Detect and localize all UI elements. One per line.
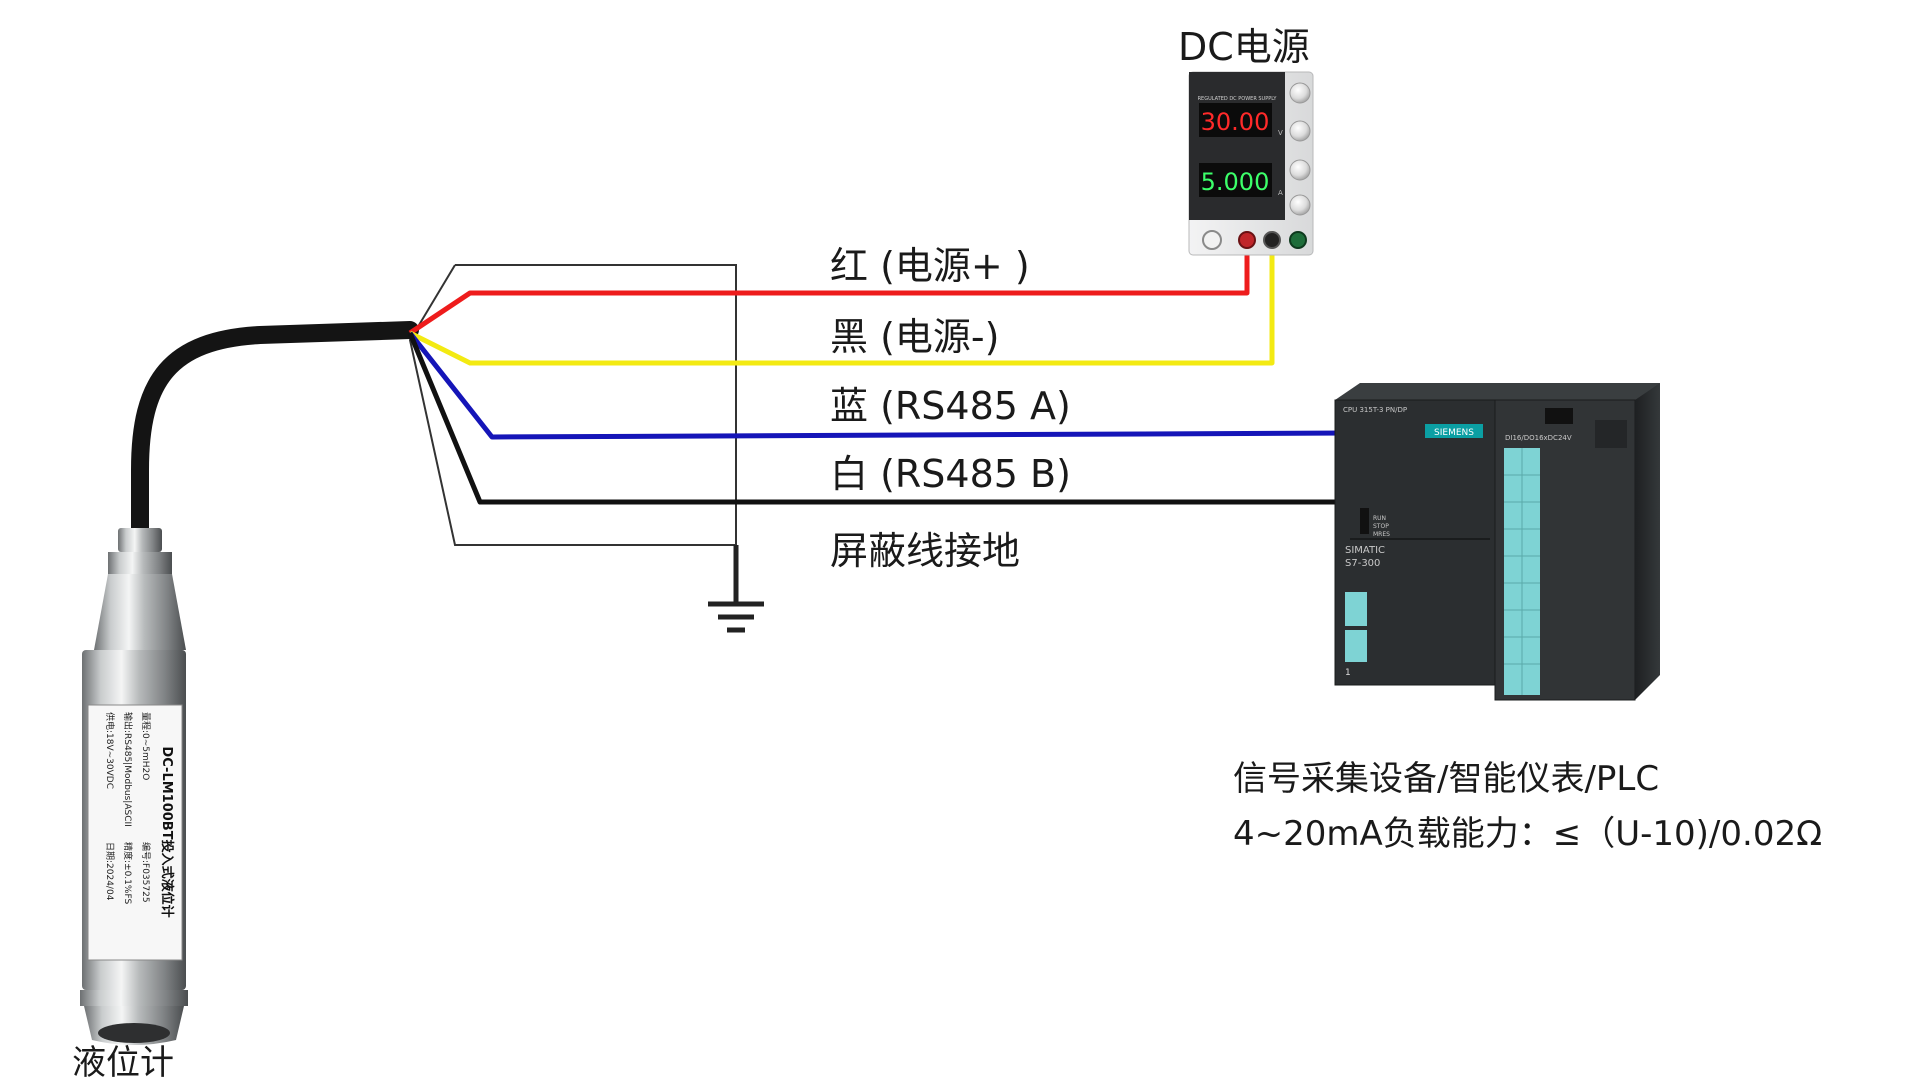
wire-white-label: 白 (RS485 B)	[830, 452, 1071, 496]
plc-mode-mres: MRES	[1373, 531, 1390, 538]
plc-cpu-label: CPU 315T-3 PN/DP	[1343, 406, 1407, 414]
ground-icon	[708, 545, 764, 633]
sensor-cable	[131, 321, 419, 547]
wire-group	[407, 243, 1349, 505]
wire-red-label: 红 (电源+ )	[830, 244, 1030, 288]
level-sensor: DC-LM100BT投入式液位计 量程:0~5mH2O 编号:F035725 输…	[80, 528, 188, 1045]
siemens-plc: SIEMENS CPU 315T-3 PN/DP DI16/DO16xDC24V…	[1334, 383, 1660, 701]
shield-ground-label: 屏蔽线接地	[830, 529, 1021, 573]
plc-module-label: DI16/DO16xDC24V	[1505, 434, 1572, 442]
wire-black	[407, 332, 1348, 505]
plc-mode-run: RUN	[1373, 515, 1386, 522]
sensor-label-plate	[87, 704, 183, 961]
dc-power-supply: REGULATED DC POWER SUPPLY 30.00 V 5.000 …	[1188, 71, 1314, 256]
psu-terminal-positive	[1238, 231, 1256, 249]
sensor-accuracy: 精度:±0.1%FS	[122, 842, 134, 904]
sensor-date: 日期:2024/04	[104, 842, 115, 901]
wire-red	[408, 243, 1250, 336]
wire-blue-label: 蓝 (RS485 A)	[830, 384, 1071, 428]
sensor-output: 输出:RS485|Modbus|ASCII	[122, 712, 134, 827]
plc-device-label: 信号采集设备/智能仪表/PLC	[1233, 759, 1660, 799]
sensor-serial: 编号:F035725	[140, 842, 152, 903]
psu-terminal-ground	[1289, 231, 1307, 249]
plc-series: SIMATIC	[1345, 545, 1385, 556]
psu-current-unit: A	[1278, 189, 1283, 197]
wire-yellow	[408, 243, 1275, 366]
psu-header-text: REGULATED DC POWER SUPPLY	[1198, 96, 1278, 102]
plc-mode-stop: STOP	[1373, 523, 1389, 530]
sensor-supply: 供电:18V~30VDC	[104, 712, 116, 789]
psu-voltage-readout: 30.00	[1201, 108, 1270, 136]
plc-model: S7-300	[1345, 558, 1380, 569]
plc-load-capacity-label: 4~20mA负载能力：≤（U-10)/0.02Ω	[1233, 814, 1823, 854]
current-knob-coarse[interactable]	[1289, 159, 1311, 181]
psu-voltage-unit: V	[1278, 129, 1283, 137]
sensor-label-text: DC-LM100BT投入式液位计 量程:0~5mH2O 编号:F035725 输…	[104, 712, 175, 918]
plc-io-strip-dividers	[1504, 448, 1540, 695]
plc-cover-left-1	[1345, 592, 1367, 626]
wire-black-label: 黑 (电源-)	[830, 315, 1000, 359]
sensor-label: 液位计	[72, 1043, 174, 1083]
plc-brand: SIEMENS	[1434, 428, 1474, 438]
plc-slot-number: 1	[1345, 668, 1351, 678]
plc-cover-left-2	[1345, 630, 1367, 662]
psu-current-readout: 5.000	[1201, 168, 1270, 196]
voltage-knob-fine[interactable]	[1289, 120, 1311, 142]
power-supply-label: DC电源	[1178, 25, 1310, 69]
sensor-model-title: DC-LM100BT投入式液位计	[159, 746, 175, 917]
psu-terminal-negative	[1263, 231, 1281, 249]
wire-blue	[408, 331, 1349, 440]
psu-power-button[interactable]	[1202, 230, 1222, 250]
voltage-knob-coarse[interactable]	[1289, 82, 1311, 104]
sensor-range: 量程:0~5mH2O	[140, 712, 151, 780]
current-knob-fine[interactable]	[1289, 194, 1311, 216]
